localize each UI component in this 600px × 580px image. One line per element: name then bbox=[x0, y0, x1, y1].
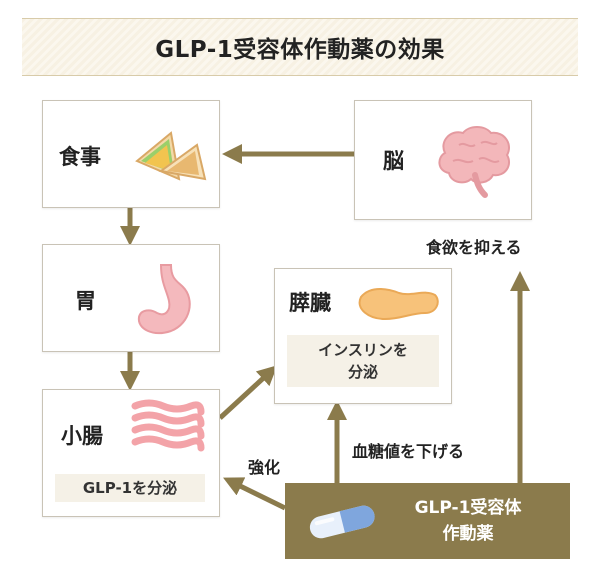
pancreas-sub-line1: インスリンを bbox=[318, 341, 408, 359]
intestine-node: 小腸 GLP-1を分泌 bbox=[42, 389, 220, 517]
drug-label: GLP-1受容体 作動薬 bbox=[373, 495, 563, 547]
drug-node: GLP-1受容体 作動薬 bbox=[285, 483, 570, 559]
pancreas-sub-line2: 分泌 bbox=[347, 363, 378, 381]
meal-label: 食事 bbox=[59, 145, 101, 169]
brain-icon bbox=[438, 126, 511, 198]
brain-node: 脳 bbox=[354, 100, 532, 220]
stomach-node: 胃 bbox=[42, 244, 220, 352]
stomach-label: 胃 bbox=[75, 289, 96, 313]
blood-sugar-edge-label: 血糖値を下げる bbox=[352, 442, 465, 461]
pancreas-node: 膵臓 インスリンを 分泌 bbox=[274, 268, 452, 404]
drug-label-line1: GLP-1受容体 bbox=[414, 498, 522, 518]
meal-node: 食事 bbox=[42, 100, 220, 208]
capsule-icon bbox=[309, 505, 375, 539]
intestine-icon bbox=[131, 399, 205, 452]
title-banner: GLP-1受容体作動薬の効果 bbox=[22, 18, 578, 76]
brain-label: 脳 bbox=[383, 149, 404, 173]
sandwich-icon bbox=[135, 131, 207, 181]
appetite-edge-label: 食欲を抑える bbox=[426, 238, 522, 257]
arrow-intestine-to-pancreas bbox=[218, 365, 278, 420]
enhance-edge-label: 強化 bbox=[248, 458, 281, 477]
intestine-sub-label: GLP-1を分泌 bbox=[55, 474, 205, 502]
pancreas-sub-label: インスリンを 分泌 bbox=[287, 335, 439, 387]
arrow-drug-to-intestine bbox=[223, 477, 287, 511]
diagram-title: GLP-1受容体作動薬の効果 bbox=[155, 37, 445, 63]
drug-label-line2: 作動薬 bbox=[442, 524, 494, 544]
pancreas-icon bbox=[358, 288, 439, 321]
pancreas-label: 膵臓 bbox=[289, 291, 331, 315]
stomach-icon bbox=[137, 264, 191, 335]
intestine-label: 小腸 bbox=[61, 424, 103, 448]
